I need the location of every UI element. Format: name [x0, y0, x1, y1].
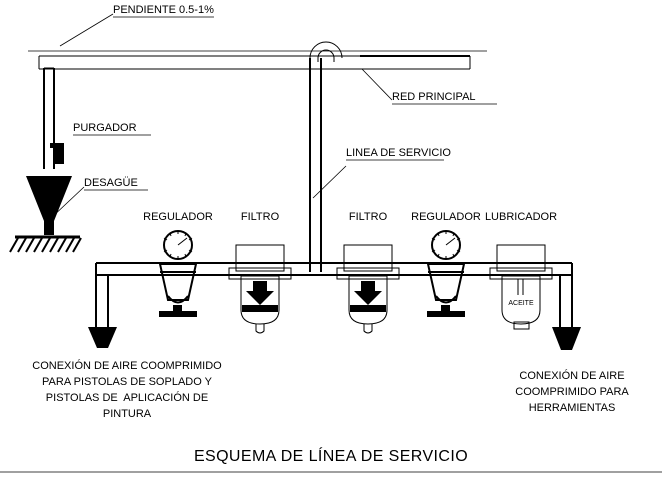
- drain-label: DESAGÜE: [84, 177, 138, 189]
- lubricator-symbol: [489, 244, 553, 330]
- swan-neck-inner-arc: [317, 49, 335, 59]
- left-outlet-caption-line-2: PARA PISTOLAS DE SOPLADO Y: [42, 376, 212, 388]
- regulator-1-symbol: [158, 230, 198, 317]
- equipment-label-lubricador: LUBRICADOR: [484, 211, 558, 223]
- trap-label: PURGADOR: [73, 122, 137, 134]
- equipment-label-regulador-2: REGULADOR: [411, 211, 481, 223]
- service-line-leader-line: [312, 165, 347, 199]
- slope-label: PENDIENTE 0.5-1%: [113, 4, 214, 16]
- oil-bowl-label: ACEITE: [508, 300, 534, 307]
- right-outlet-caption-line-2: COOMPRIMIDO PARA: [515, 386, 629, 398]
- main-network-leader-line: [361, 68, 393, 101]
- drain-leader-line: [49, 186, 85, 220]
- ground-hatch-icon: [9, 237, 82, 253]
- service-line-label: LINEA DE SERVICIO: [346, 147, 451, 159]
- trap-valve-stem: [50, 143, 56, 148]
- main-network-label: RED PRINCIPAL: [392, 91, 476, 103]
- drain-funnel-cone: [26, 176, 72, 221]
- right-outlet-caption-line-1: CONEXIÓN DE AIRE: [519, 370, 625, 382]
- drawing-title: ESQUEMA DE LÍNEA DE SERVICIO: [193, 448, 469, 465]
- drain-funnel-stem: [44, 218, 54, 235]
- equipment-label-filtro-1: FILTRO: [240, 211, 280, 223]
- right-outlet-arrow-head: [552, 327, 581, 350]
- filter-1-symbol: [228, 244, 292, 334]
- slope-leader-line: [59, 13, 114, 47]
- right-outlet-caption-line-3: HERRAMIENTAS: [528, 402, 616, 414]
- regulator-2-symbol: [426, 230, 466, 317]
- equipment-label-regulador-1: REGULADOR: [143, 211, 213, 223]
- left-outlet-caption-line-1: CONEXIÓN DE AIRE COOMPRIMIDO: [32, 360, 222, 372]
- equipment-label-filtro-2: FILTRO: [348, 211, 388, 223]
- trap-valve-body: [55, 143, 64, 164]
- left-outlet-caption-line-4: PINTURA: [102, 408, 152, 420]
- left-outlet-arrow-head: [88, 327, 117, 348]
- swan-neck-outer-arc: [309, 41, 343, 59]
- left-outlet-caption-line-3: PISTOLAS DE APLICACIÓN DE: [45, 392, 209, 404]
- filter-2-symbol: [336, 244, 400, 334]
